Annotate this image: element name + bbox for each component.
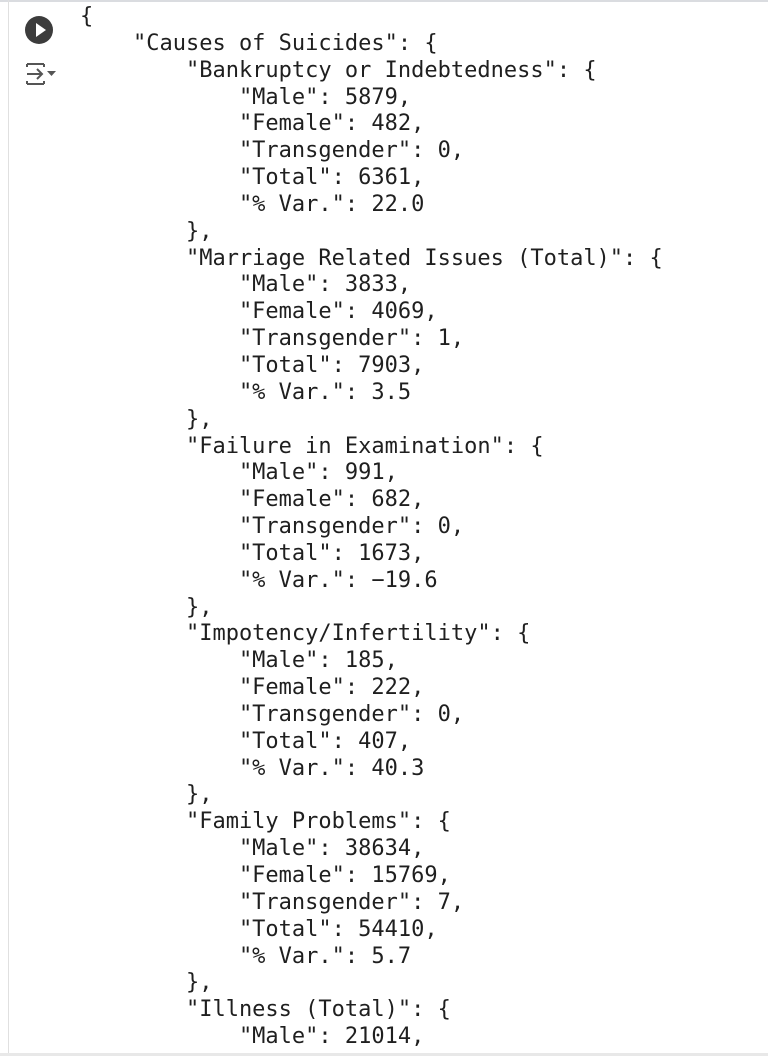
output-line: "Causes of Suicides": { xyxy=(80,30,438,56)
output-line: "Total": 54410, xyxy=(80,916,438,942)
output-line: "Male": 38634, xyxy=(80,836,425,862)
cell-top-border xyxy=(0,0,768,2)
output-line: "Total": 7903, xyxy=(80,352,425,378)
output-line: "Transgender": 1, xyxy=(80,326,465,352)
output-line: "% Var.": 40.3 xyxy=(80,755,425,781)
output-actions-button[interactable] xyxy=(24,60,58,88)
output-line: "% Var.": 5.7 xyxy=(80,943,412,969)
output-line: "% Var.": 22.0 xyxy=(80,191,425,217)
output-line: "Male": 991, xyxy=(80,460,398,486)
output-line: "Total": 407, xyxy=(80,728,412,754)
output-line: }, xyxy=(80,970,213,996)
output-line: "Total": 1673, xyxy=(80,540,425,566)
output-line: "Male": 5879, xyxy=(80,84,412,110)
output-line: "Marriage Related Issues (Total)": { xyxy=(80,245,663,271)
output-line: "Transgender": 0, xyxy=(80,138,465,164)
output-line: "% Var.": 3.5 xyxy=(80,379,412,405)
output-line: { xyxy=(80,4,94,29)
output-line: "Male": 3833, xyxy=(80,272,412,298)
output-line: "Female": 482, xyxy=(80,111,425,137)
output-line: "Female": 15769, xyxy=(80,863,451,888)
output-line: "Transgender": 0, xyxy=(80,701,465,727)
output-line: }, xyxy=(80,218,213,244)
horizontal-scrollbar[interactable] xyxy=(0,1053,768,1056)
output-line: "Male": 21014, xyxy=(80,1024,425,1050)
output-line: "Female": 4069, xyxy=(80,299,438,325)
cell-left-border xyxy=(8,0,9,1056)
output-line: "Failure in Examination": { xyxy=(80,433,544,459)
output-line: "% Var.": −19.6 xyxy=(80,567,438,593)
output-line: "Illness (Total)": { xyxy=(80,997,451,1023)
cell-output-json: { "Causes of Suicides": { "Bankruptcy or… xyxy=(80,4,663,1051)
output-line: "Transgender": 7, xyxy=(80,889,465,915)
output-line: "Bankruptcy or Indebtedness": { xyxy=(80,57,597,83)
output-line: "Family Problems": { xyxy=(80,809,451,835)
output-line: }, xyxy=(80,406,213,432)
output-line: }, xyxy=(80,594,213,620)
output-line: "Total": 6361, xyxy=(80,165,425,191)
output-line: "Female": 222, xyxy=(80,675,425,701)
output-line: "Impotency/Infertility": { xyxy=(80,621,531,647)
output-line: "Female": 682, xyxy=(80,487,425,513)
run-cell-button[interactable] xyxy=(25,16,53,44)
output-line: "Male": 185, xyxy=(80,648,398,674)
output-line: }, xyxy=(80,782,213,808)
output-actions-icon xyxy=(26,63,56,85)
output-line: "Transgender": 0, xyxy=(80,514,465,540)
